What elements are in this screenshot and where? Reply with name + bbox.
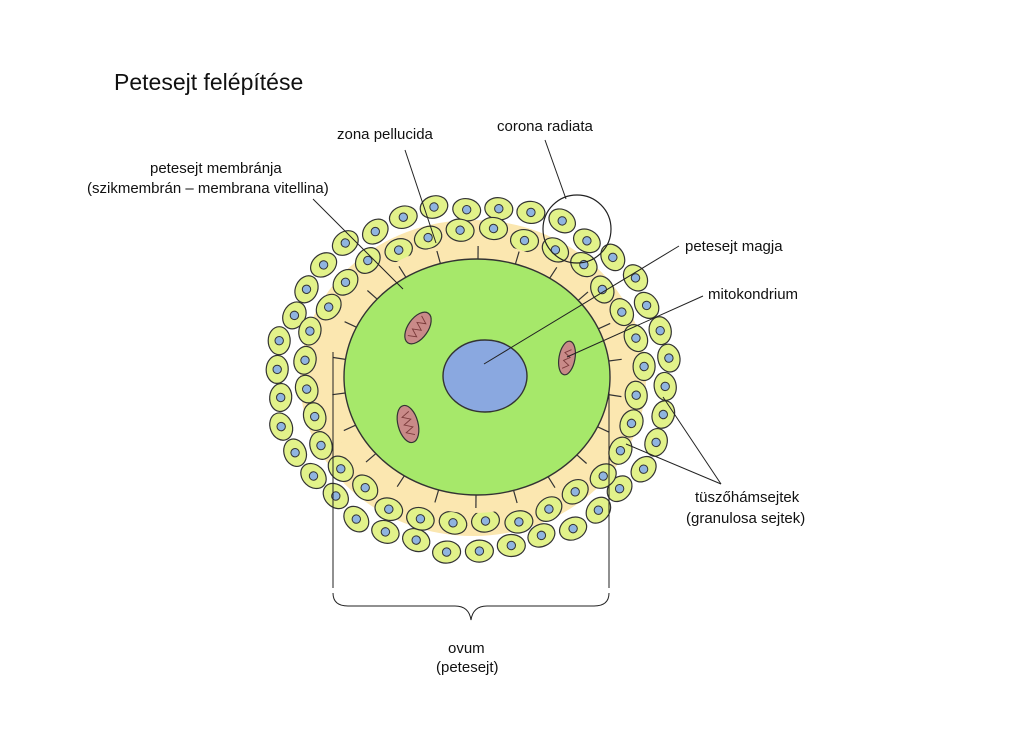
label-zona-pellucida: zona pellucida bbox=[337, 126, 434, 143]
follicle-cell bbox=[652, 371, 678, 402]
follicle-cell bbox=[465, 540, 494, 563]
follicle-cell bbox=[642, 426, 671, 459]
nucleus bbox=[443, 340, 527, 412]
follicle-cell bbox=[268, 383, 293, 413]
label-nucleus: petesejt magja bbox=[685, 238, 783, 255]
page-title: Petesejt felépítése bbox=[114, 69, 303, 95]
label-ovum-line1: ovum bbox=[448, 640, 485, 657]
follicle-cell bbox=[655, 342, 683, 374]
follicle-cell bbox=[648, 398, 678, 431]
follicle-cell bbox=[633, 352, 656, 381]
follicle-cell bbox=[268, 327, 290, 355]
follicle-cell bbox=[497, 534, 525, 556]
leader-follicle-1 bbox=[663, 397, 721, 484]
follicle-cell bbox=[432, 540, 462, 564]
follicle-cell bbox=[556, 513, 591, 545]
follicle-cell bbox=[368, 517, 402, 547]
follicle-cell bbox=[266, 355, 289, 384]
follicle-cell bbox=[417, 192, 450, 221]
label-follicle-line2: (granulosa sejtek) bbox=[686, 510, 805, 527]
follicle-cell bbox=[516, 200, 546, 224]
label-mitochondrion: mitokondrium bbox=[708, 286, 798, 303]
leader-corona bbox=[545, 140, 566, 199]
label-membrane-line2: (szikmembrán – membrana vitellina) bbox=[87, 180, 329, 197]
label-corona-radiata: corona radiata bbox=[497, 118, 594, 135]
label-follicle-line1: tüszőhámsejtek bbox=[695, 489, 800, 506]
label-membrane-line1: petesejt membránja bbox=[150, 160, 282, 177]
label-ovum-line2: (petesejt) bbox=[436, 659, 499, 676]
follicle-cell bbox=[387, 203, 420, 231]
